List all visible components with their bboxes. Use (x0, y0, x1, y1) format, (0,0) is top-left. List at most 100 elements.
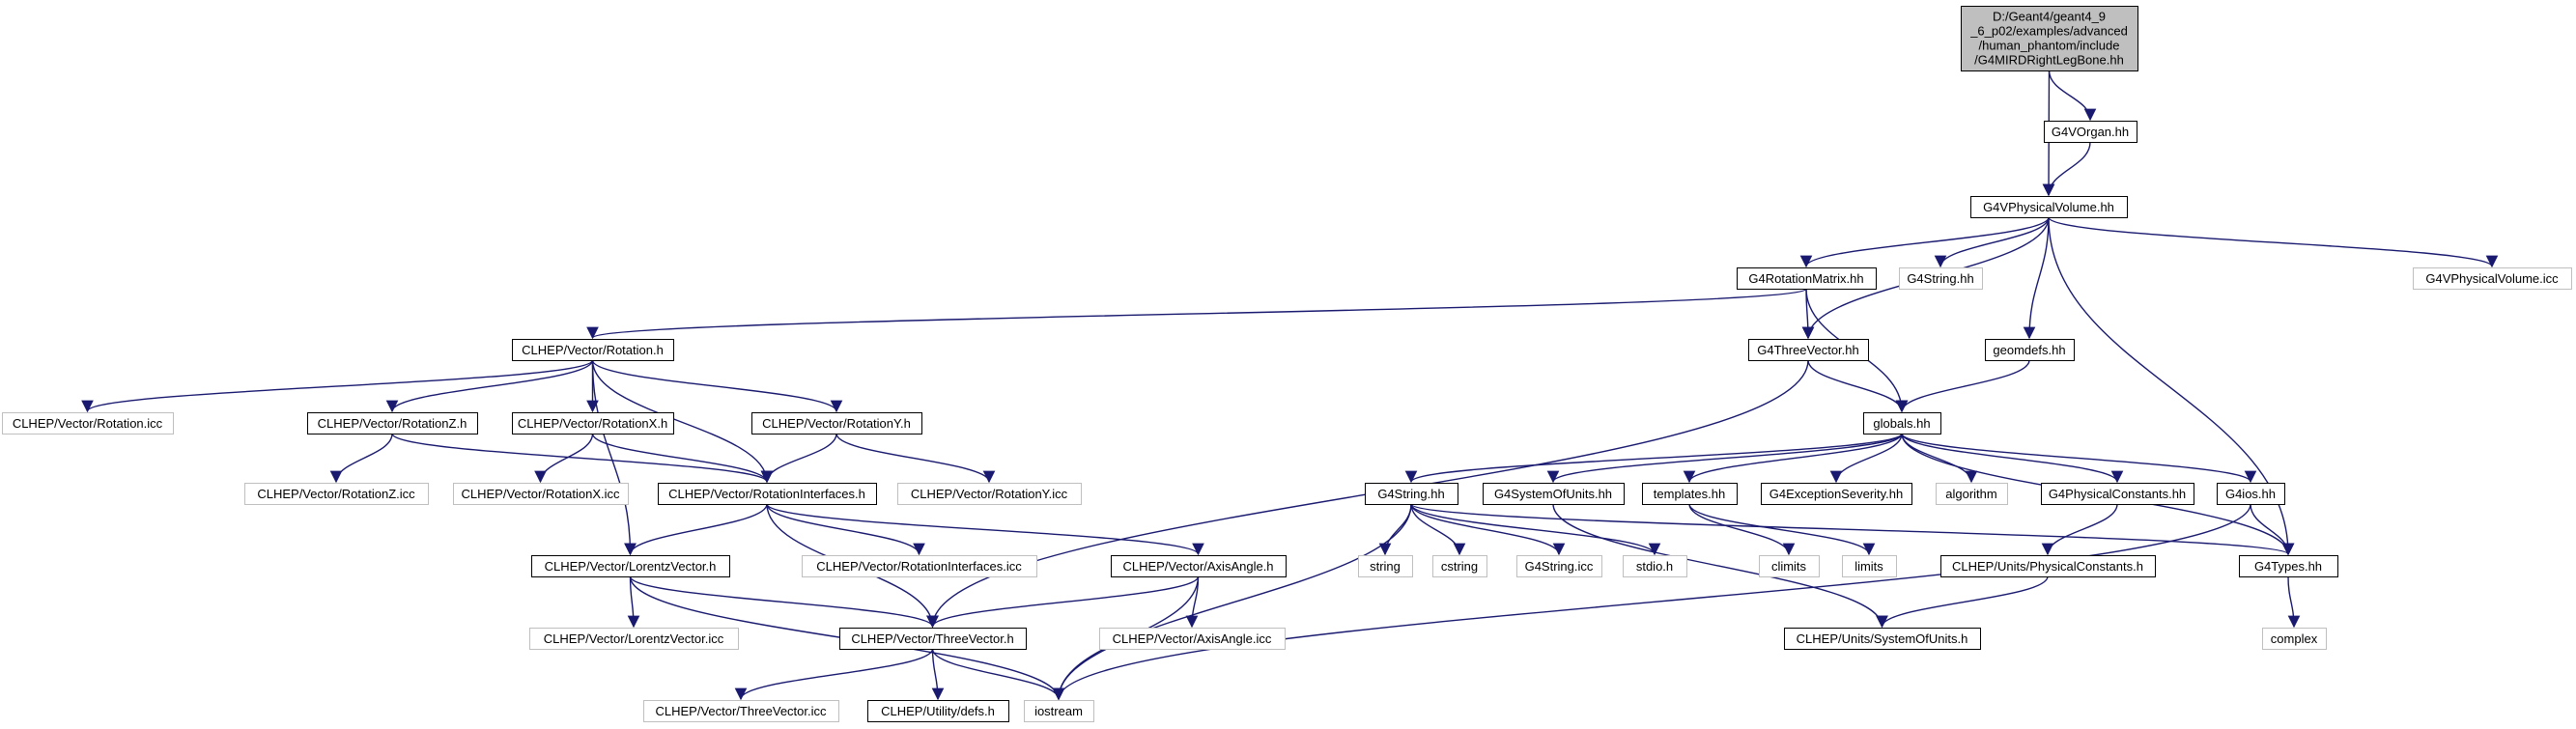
edge-g4string2-to-iostream (1052, 503, 1412, 701)
node-templates[interactable]: templates.hh (1642, 483, 1738, 505)
node-rotx-icc: CLHEP/Vector/RotationX.icc (453, 483, 629, 505)
node-g4ios[interactable]: G4ios.hh (2217, 483, 2285, 505)
node-root[interactable]: D:/Geant4/geant4_9_6_p02/examples/advanc… (1961, 6, 2138, 71)
edge-g4string2-to-g4types (1410, 503, 2294, 556)
node-rot-icc: CLHEP/Vector/Rotation.icc (2, 412, 174, 435)
node-label: CLHEP/Vector/RotationZ.icc (257, 487, 415, 501)
node-label: stdio.h (1636, 559, 1673, 574)
node-label: G4VPhysicalVolume.icc (2425, 271, 2559, 286)
edge-templates-to-limits (1688, 503, 1876, 556)
node-box (307, 412, 478, 435)
node-g4excsev[interactable]: G4ExceptionSeverity.hh (1761, 483, 1912, 505)
node-g4rotmat[interactable]: G4RotationMatrix.hh (1737, 267, 1877, 290)
edge-g4string2-to-string (1378, 503, 1412, 556)
node-label: CLHEP/Vector/RotationX.h (518, 416, 667, 431)
node-rotx[interactable]: CLHEP/Vector/RotationX.h (512, 412, 674, 435)
node-label: CLHEP/Vector/LorentzVector.h (545, 559, 717, 574)
edge-clhep-rotation-to-rotz (385, 359, 594, 413)
node-label: G4PhysicalConstants.hh (2049, 487, 2186, 501)
node-box (643, 700, 839, 722)
node-box (453, 483, 629, 505)
edge-rotz-to-rotint (391, 433, 774, 484)
node-label: G4Types.hh (2254, 559, 2322, 574)
node-g4string2[interactable]: G4String.hh (1365, 483, 1458, 505)
node-lorentz[interactable]: CLHEP/Vector/LorentzVector.h (531, 555, 730, 577)
node-box (1985, 339, 2075, 361)
node-label: CLHEP/Vector/RotationY.icc (911, 487, 1068, 501)
node-box (2413, 267, 2572, 290)
node-g4types[interactable]: G4Types.hh (2239, 555, 2338, 577)
node-threevec[interactable]: CLHEP/Vector/ThreeVector.h (839, 628, 1027, 650)
node-g4vphys[interactable]: G4VPhysicalVolume.hh (1970, 196, 2128, 218)
node-g4physconst[interactable]: G4PhysicalConstants.hh (2041, 483, 2194, 505)
edge-roty-to-rotint (760, 433, 837, 484)
node-label-line: _6_p02/examples/advanced (1969, 24, 2128, 39)
node-label: CLHEP/Vector/RotationX.icc (461, 487, 620, 501)
node-stdio: stdio.h (1623, 555, 1687, 577)
node-box (2, 412, 174, 435)
edge-g4vphys-to-g4vphysicc (2048, 216, 2499, 268)
node-g4threevec[interactable]: G4ThreeVector.hh (1748, 339, 1869, 361)
node-box (658, 483, 877, 505)
node-label-line: /G4MIRDRightLegBone.hh (1974, 53, 2124, 68)
edge-g4vorgan-to-g4vphys (2042, 141, 2091, 197)
node-label: geomdefs.hh (1993, 343, 2065, 357)
node-g4vorgan[interactable]: G4VOrgan.hh (2044, 121, 2137, 143)
node-geomdefs[interactable]: geomdefs.hh (1985, 339, 2075, 361)
edge-globals-to-g4sysunits (1546, 433, 1903, 484)
node-box (1899, 267, 1983, 290)
node-box (839, 628, 1027, 650)
edge-lorentz-to-lorentz-icc (627, 575, 640, 629)
edge-g4string2-to-cstring (1410, 503, 1466, 556)
edge-rotz-to-rotz-icc (329, 433, 393, 484)
edge-layer (81, 70, 2499, 701)
node-label: string (1370, 559, 1401, 574)
node-box (1623, 555, 1687, 577)
edge-g4sysunits-to-clhep-sysunits (1552, 503, 1888, 629)
node-roty[interactable]: CLHEP/Vector/RotationY.h (751, 412, 922, 435)
edge-g4vphys-to-g4string1 (1934, 216, 2050, 268)
node-box (1940, 555, 2156, 577)
node-axisangle[interactable]: CLHEP/Vector/AxisAngle.h (1111, 555, 1287, 577)
edge-g4string2-to-g4string-icc (1410, 503, 1566, 556)
node-box (1863, 412, 1941, 435)
node-box (2239, 555, 2338, 577)
edge-g4vphys-to-g4rotmat (1799, 216, 2050, 268)
node-rotz[interactable]: CLHEP/Vector/RotationZ.h (307, 412, 478, 435)
node-box (244, 483, 429, 505)
node-label: limits (1854, 559, 1883, 574)
edge-clhep-rotation-to-lorentz (591, 359, 637, 556)
node-label: G4SystemOfUnits.hh (1494, 487, 1612, 501)
node-clhep-rotation[interactable]: CLHEP/Vector/Rotation.h (512, 339, 674, 361)
node-label: CLHEP/Vector/ThreeVector.h (851, 631, 1013, 646)
node-defs[interactable]: CLHEP/Utility/defs.h (867, 700, 1009, 722)
edge-rotx-to-rotx-icc (534, 433, 594, 484)
edge-rotint-to-axisangle (766, 503, 1204, 556)
node-box (2262, 628, 2327, 650)
node-label: CLHEP/Units/PhysicalConstants.h (1952, 559, 2143, 574)
node-clhep-sysunits[interactable]: CLHEP/Units/SystemOfUnits.h (1784, 628, 1981, 650)
edge-rotint-to-lorentz (624, 503, 768, 556)
node-label: G4String.icc (1525, 559, 1594, 574)
node-threevec-icc: CLHEP/Vector/ThreeVector.icc (643, 700, 839, 722)
node-g4string-icc: G4String.icc (1516, 555, 1602, 577)
node-g4sysunits[interactable]: G4SystemOfUnits.hh (1483, 483, 1625, 505)
node-box (1759, 555, 1820, 577)
node-label: G4ios.hh (2225, 487, 2276, 501)
node-rotint-icc: CLHEP/Vector/RotationInterfaces.icc (802, 555, 1037, 577)
node-label: CLHEP/Units/SystemOfUnits.h (1797, 631, 1968, 646)
edge-globals-to-g4excsev (1829, 433, 1903, 484)
node-rotint[interactable]: CLHEP/Vector/RotationInterfaces.h (658, 483, 877, 505)
edge-root-to-g4vorgan (2048, 70, 2097, 122)
edge-g4ios-to-g4types (2250, 503, 2295, 556)
node-clhep-physconst[interactable]: CLHEP/Units/PhysicalConstants.h (1940, 555, 2156, 577)
node-box (2044, 121, 2137, 143)
node-globals[interactable]: globals.hh (1863, 412, 1941, 435)
node-box (802, 555, 1037, 577)
edge-globals-to-g4ios (1901, 433, 2257, 484)
edge-clhep-rotation-to-roty (591, 359, 843, 413)
node-box (897, 483, 1082, 505)
node-label: CLHEP/Vector/AxisAngle.icc (1113, 631, 1272, 646)
node-label: CLHEP/Vector/LorentzVector.icc (544, 631, 724, 646)
edge-globals-to-g4physconst (1901, 433, 2124, 484)
